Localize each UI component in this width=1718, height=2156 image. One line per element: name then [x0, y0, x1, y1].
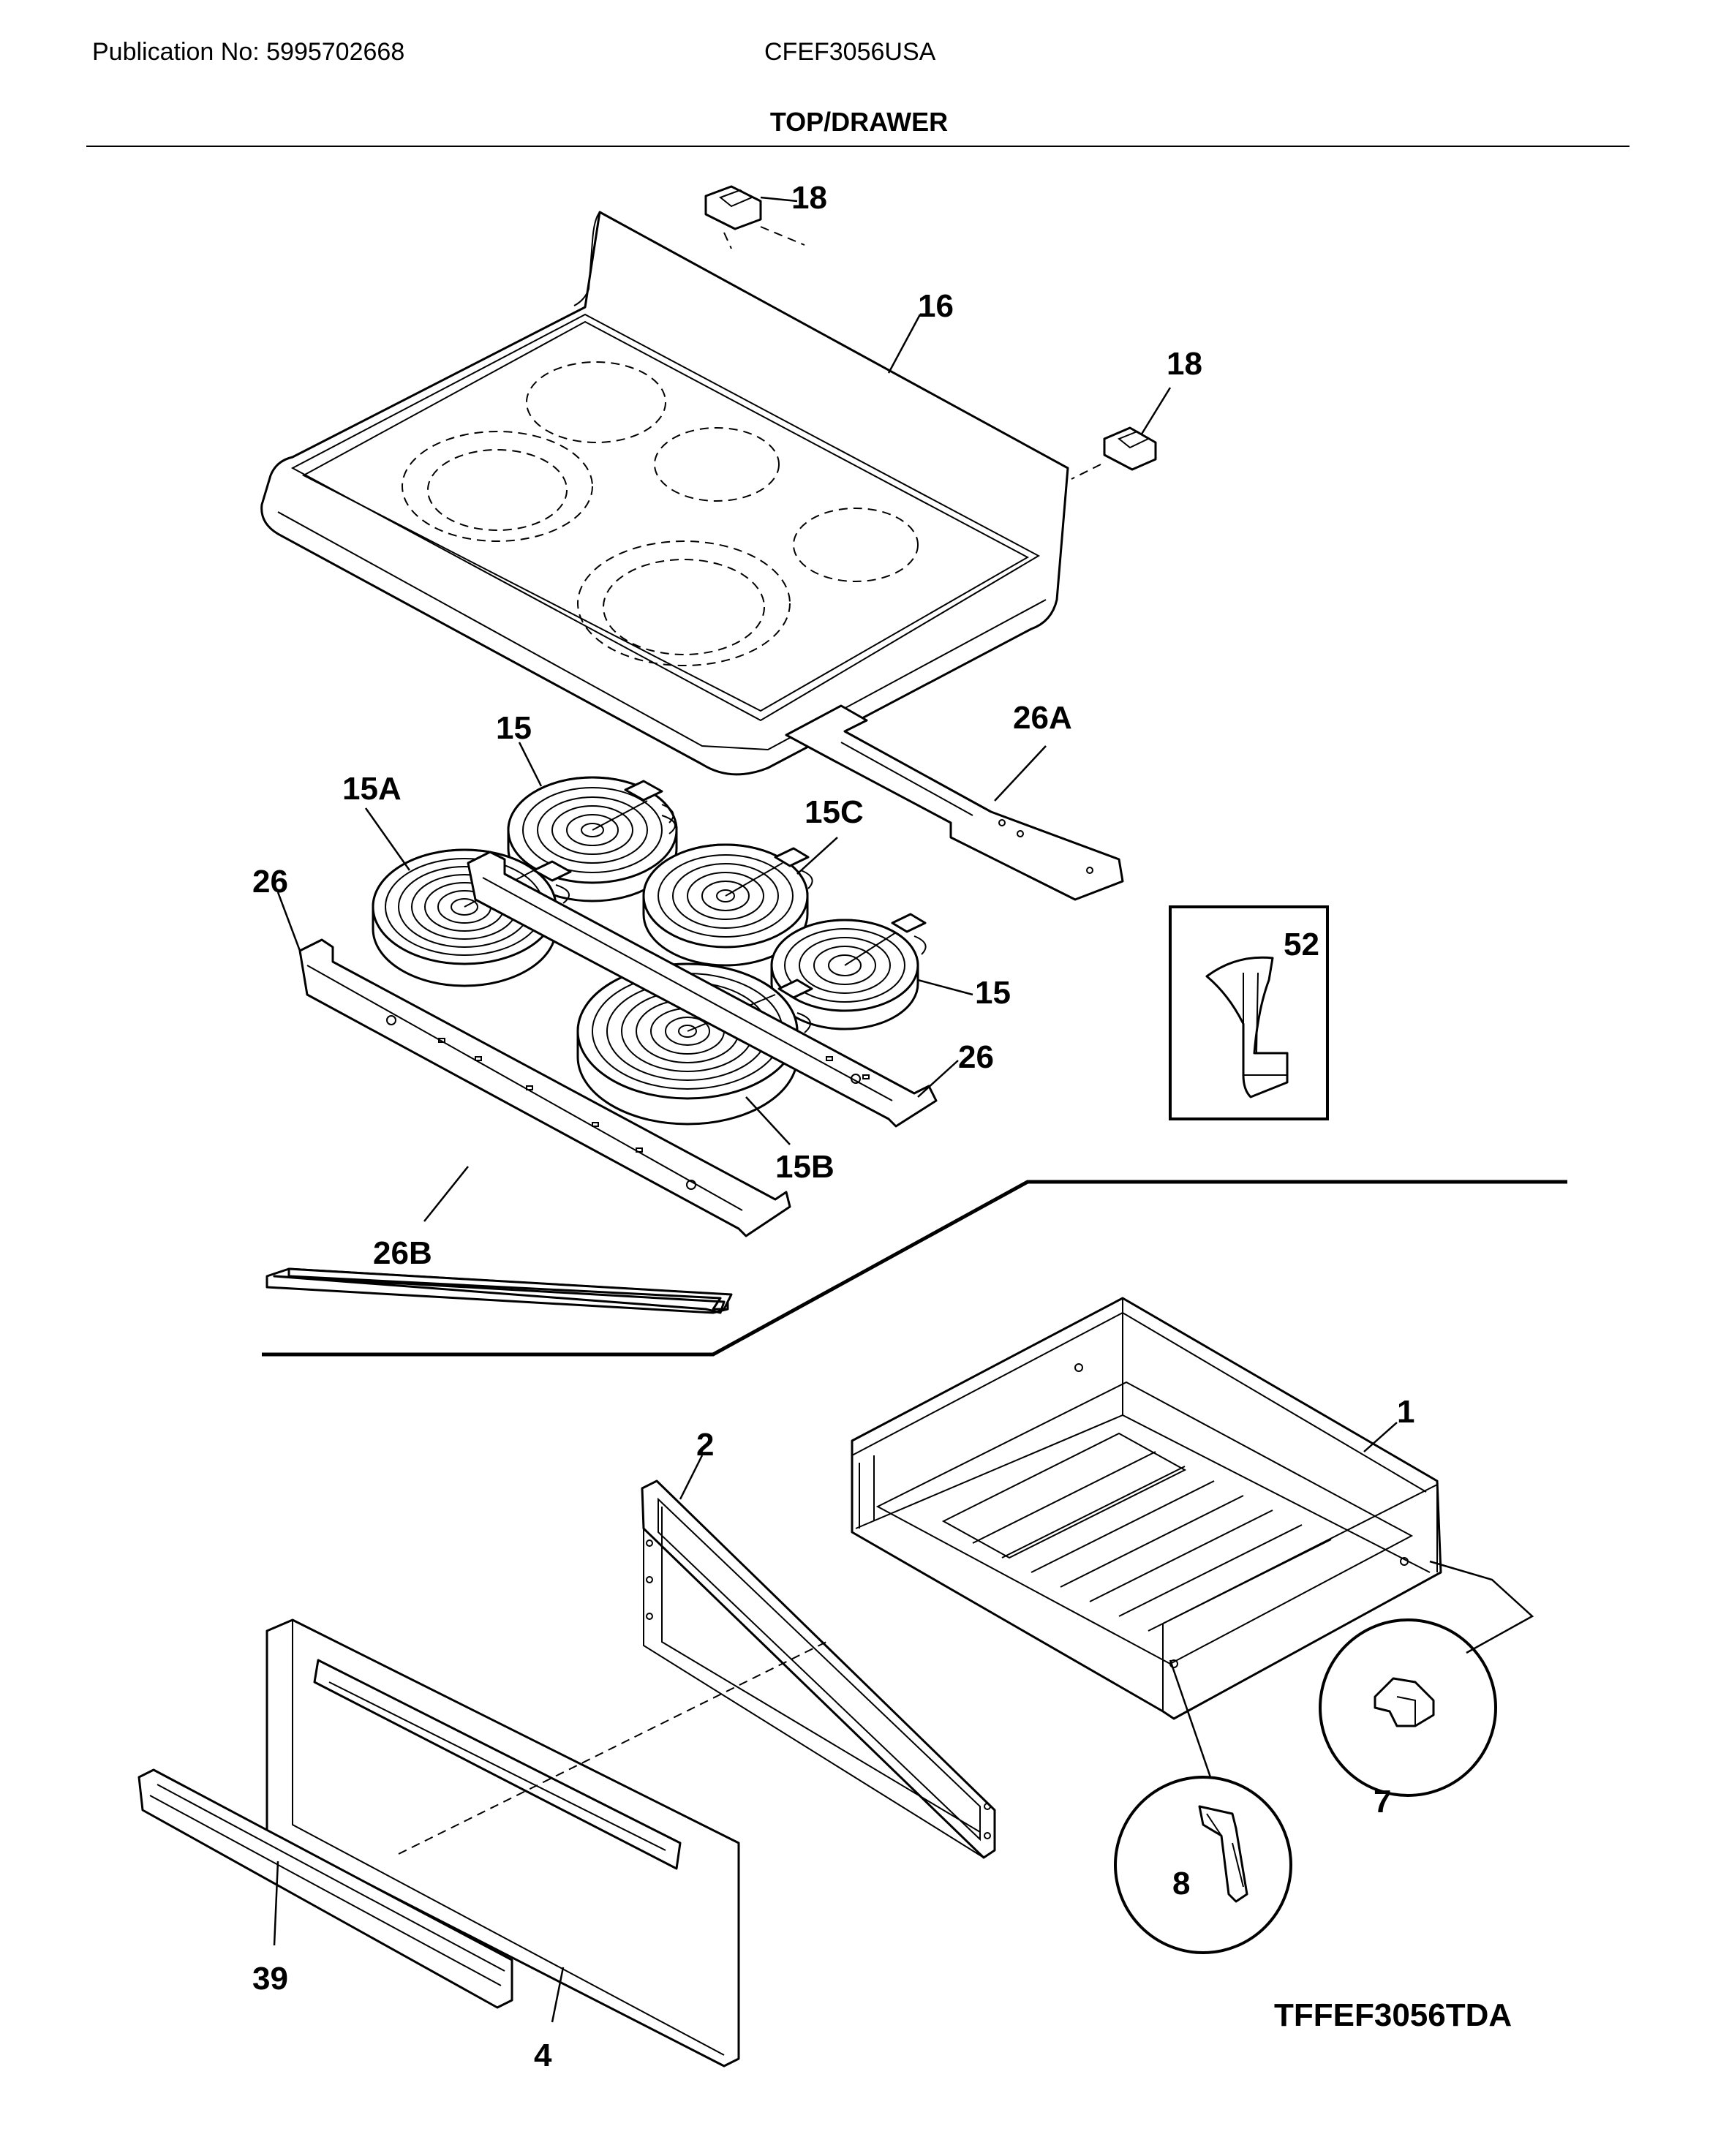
callout-2: 2 [696, 1427, 714, 1463]
callout-15c: 15C [805, 794, 864, 830]
inset-part-52 [1169, 905, 1329, 1120]
callout-4: 4 [534, 2038, 552, 2073]
callout-26-right: 26 [958, 1039, 994, 1075]
publication-number: Publication No: 5995702668 [92, 38, 405, 66]
figure-id: TFFEF3056TDA [1274, 1997, 1512, 2033]
header-rule [86, 146, 1630, 147]
drawer-handle-part-39 [137, 1768, 513, 2009]
burner-support-part-26-left [298, 938, 791, 1237]
drawer-front-part-4 [265, 1618, 740, 2068]
callout-8: 8 [1172, 1866, 1190, 1901]
callout-7: 7 [1374, 1784, 1391, 1820]
callout-15-top: 15 [496, 710, 532, 746]
callout-52: 52 [1284, 927, 1319, 962]
bracket-part-18-right [1071, 426, 1157, 480]
drawer-back-panel-part-2 [641, 1480, 996, 1859]
drawer-part-1 [851, 1297, 1442, 1720]
callout-26a: 26A [1013, 700, 1072, 736]
callout-1: 1 [1397, 1394, 1414, 1430]
callout-26-left: 26 [252, 864, 288, 900]
page-title: TOP/DRAWER [769, 107, 949, 137]
detail-part-8 [1114, 1776, 1292, 1954]
callout-18-top: 18 [791, 180, 827, 216]
section-divider [262, 1180, 1567, 1357]
detail-part-7 [1319, 1618, 1497, 1797]
bracket-part-26a [785, 704, 1124, 901]
trim-part-26b [265, 1267, 733, 1314]
callout-26b: 26B [373, 1235, 432, 1271]
callout-15a: 15A [342, 771, 402, 807]
cooktop-part-16 [260, 211, 1069, 776]
surface-element-part-15c [642, 843, 813, 967]
callout-18-right: 18 [1167, 346, 1202, 382]
model-number: CFEF3056USA [764, 38, 936, 66]
callout-16: 16 [918, 288, 954, 324]
bracket-part-18-left [704, 185, 805, 249]
surface-element-part-15-right [770, 913, 927, 1030]
callout-15-right: 15 [975, 975, 1011, 1011]
callout-15b: 15B [775, 1149, 834, 1185]
callout-39: 39 [252, 1961, 288, 1997]
